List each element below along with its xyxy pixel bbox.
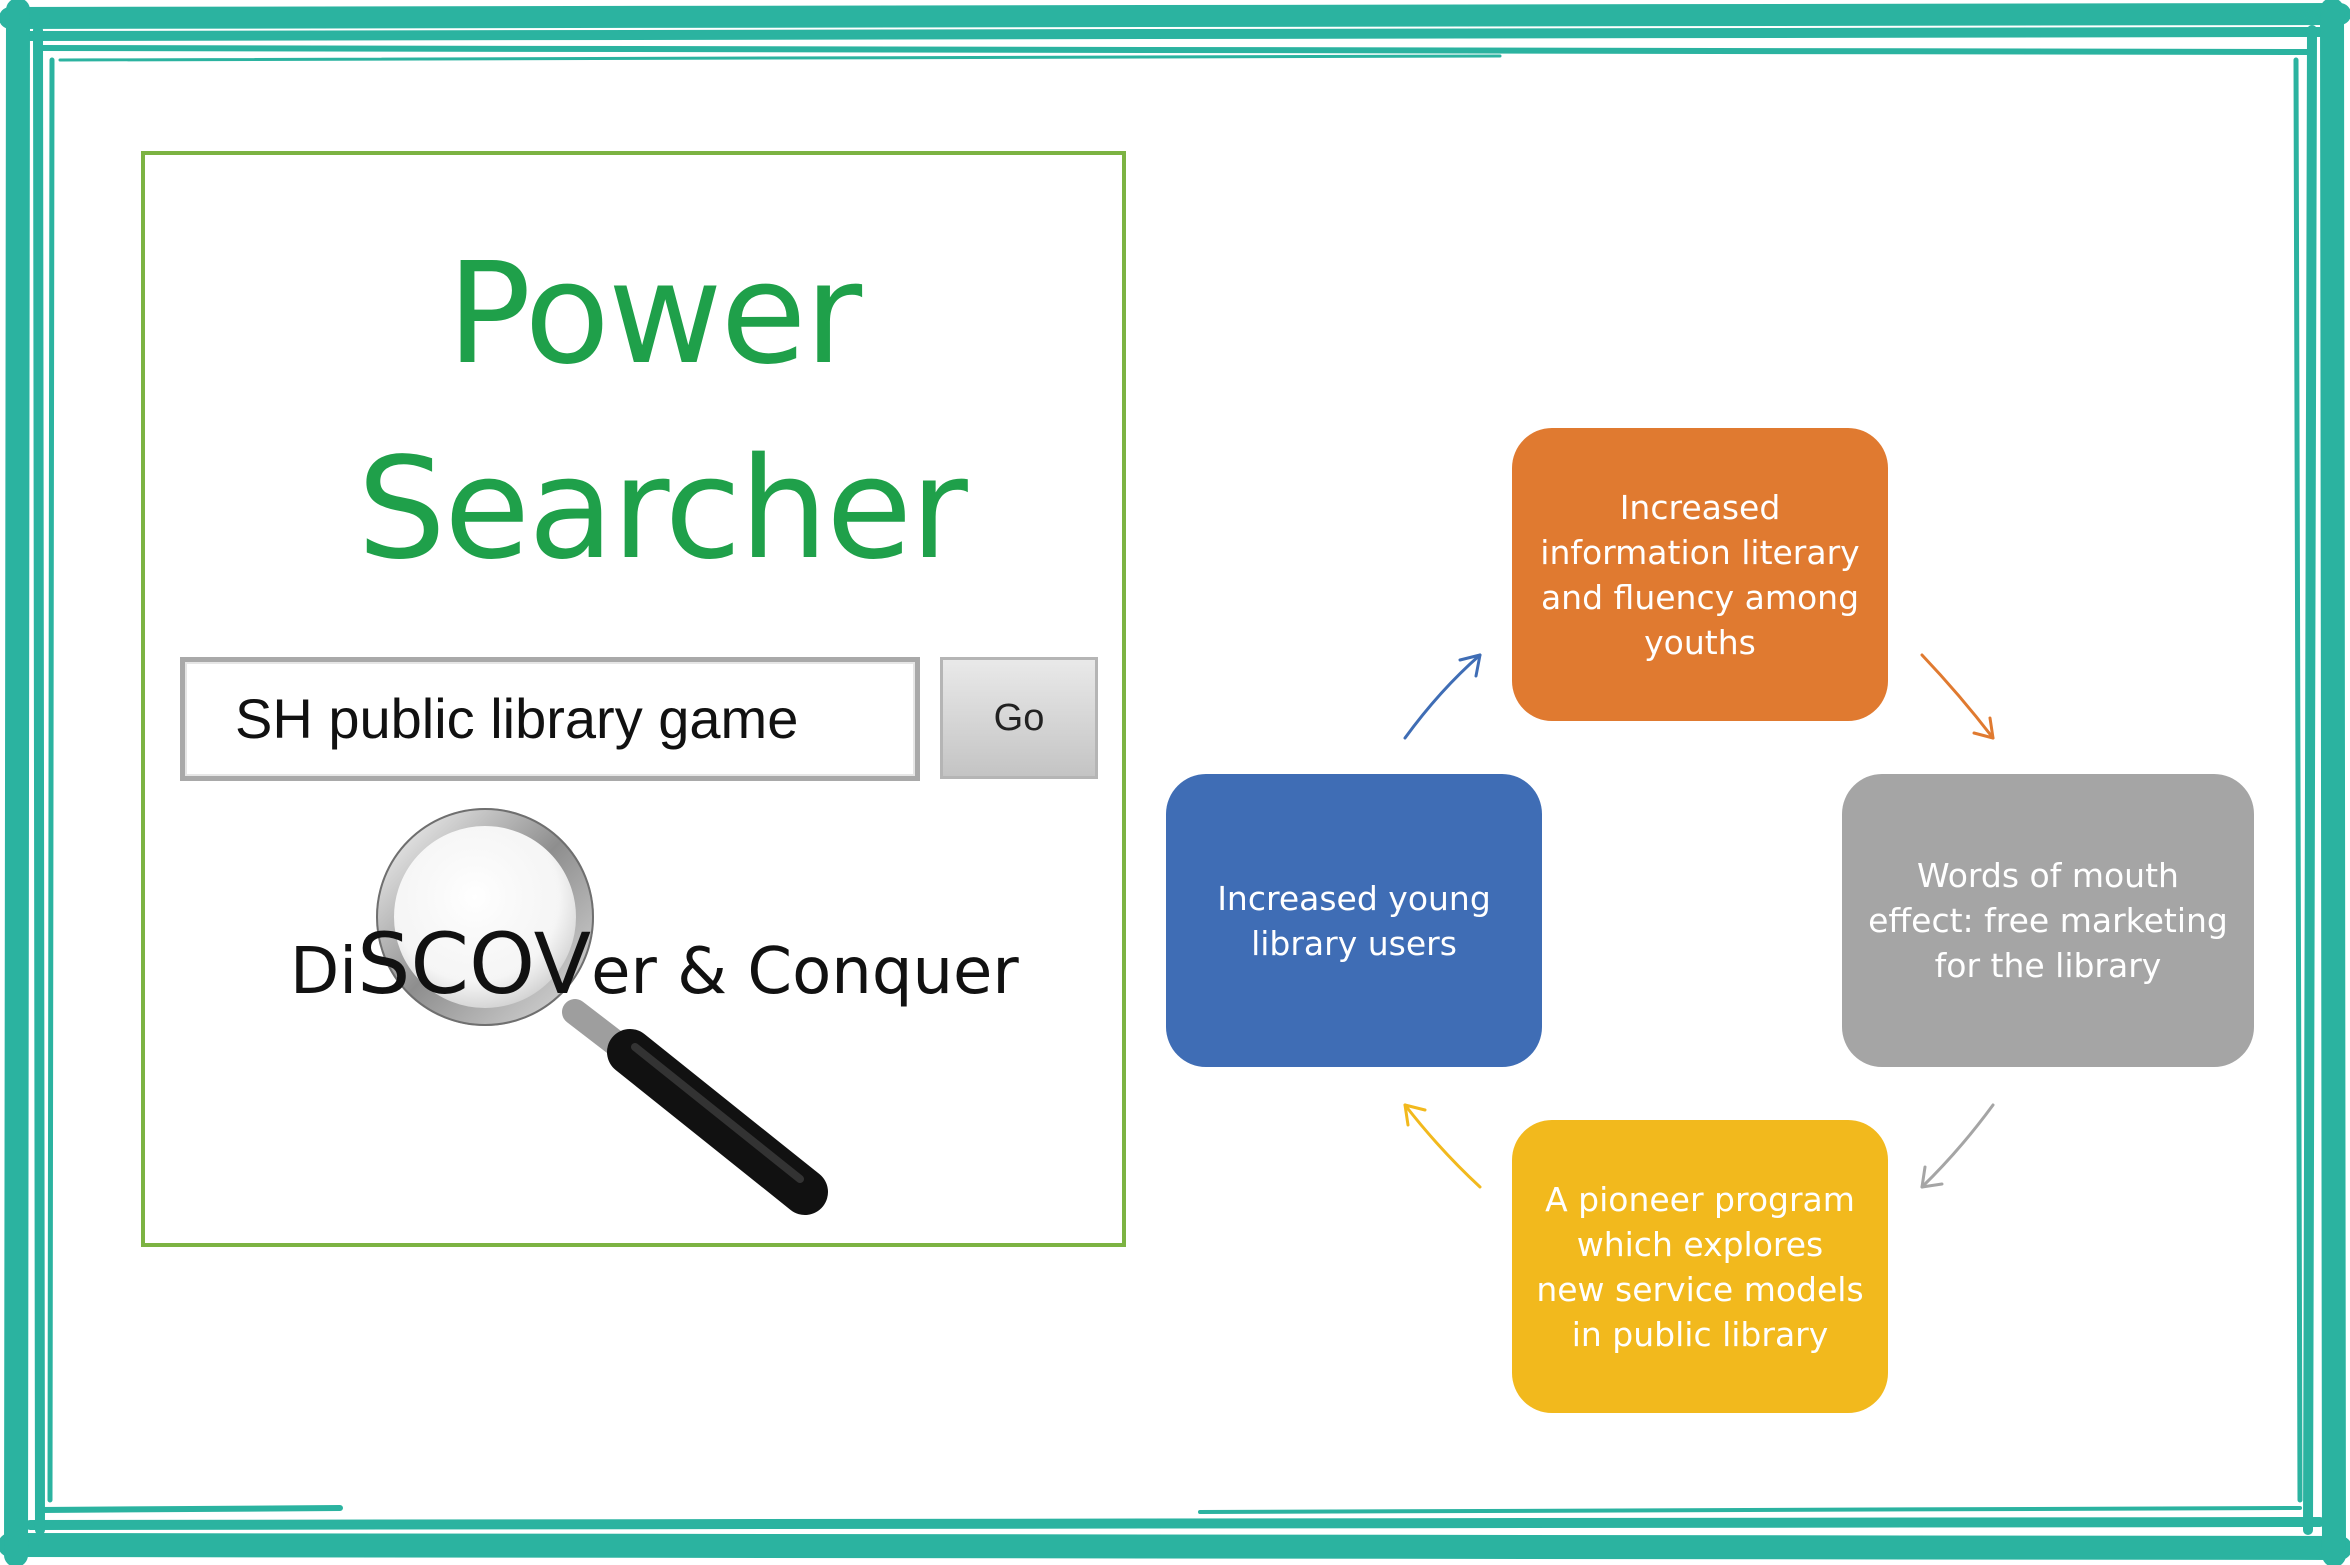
node-line: effect: free marketing	[1868, 901, 2228, 940]
node-line: Increased	[1619, 487, 1781, 527]
cycle-node-pioneer-program: A pioneer program which explores new ser…	[1512, 1120, 1888, 1413]
cycle-node-word-of-mouth: Words of mouth effect: free marketing fo…	[1842, 774, 2254, 1067]
node-line: and fluency among	[1540, 577, 1860, 617]
magnifying-glass-icon	[376, 808, 828, 1215]
node-line: for the library	[1934, 946, 2162, 985]
node-line: youths	[1644, 622, 1756, 662]
node-line: Words of mouth	[1917, 856, 2179, 895]
tagline-part3: er & Conquer	[591, 935, 1019, 1009]
go-button[interactable]: Go	[940, 657, 1098, 779]
arrow-top-to-right	[1920, 653, 1995, 740]
title-searcher: Searcher	[357, 428, 968, 591]
arrow-left-to-top	[1403, 653, 1482, 740]
node-line: information literary	[1540, 532, 1860, 572]
tagline-part1: Di	[290, 935, 358, 1009]
cycle-node-young-users: Increased young library users	[1166, 774, 1542, 1067]
node-line: in public library	[1571, 1314, 1829, 1354]
arrow-right-to-bottom	[1920, 1103, 1995, 1189]
cycle-node-information-literacy: Increased information literary and fluen…	[1512, 428, 1888, 721]
node-line: new service models	[1536, 1269, 1864, 1309]
node-line: A pioneer program	[1545, 1179, 1855, 1219]
title-power: Power	[446, 233, 862, 396]
arrow-bottom-to-left	[1403, 1103, 1482, 1189]
power-searcher-panel: Power Searcher SH public library game Go…	[141, 151, 1126, 1247]
tagline: DiSCOVer & Conquer	[290, 915, 1019, 1013]
node-line: which explores	[1576, 1224, 1824, 1264]
node-line: library users	[1251, 923, 1457, 963]
node-line: Increased young	[1217, 878, 1491, 918]
tagline-part2: SCOV	[357, 915, 592, 1013]
search-input[interactable]: SH public library game	[180, 657, 920, 781]
